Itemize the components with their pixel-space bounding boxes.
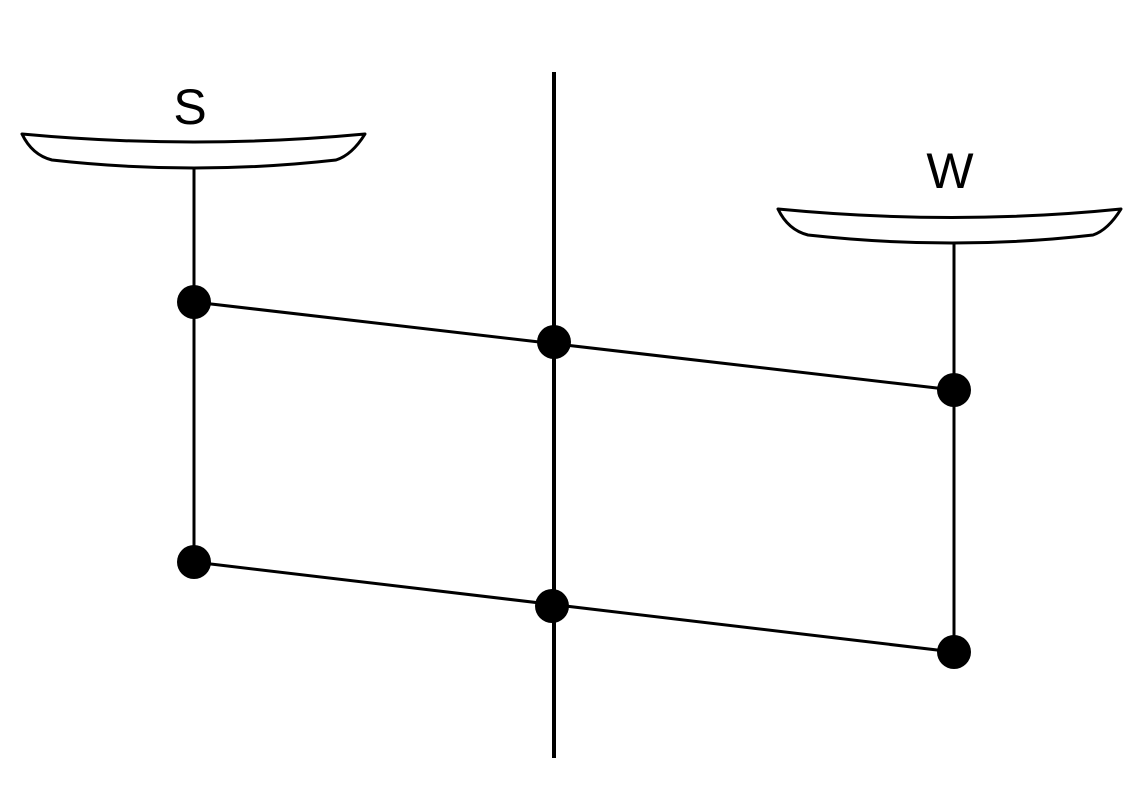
left-pan xyxy=(20,132,367,170)
pivot-joint xyxy=(535,589,569,623)
left-pan-label: S xyxy=(173,79,206,135)
pivot-joint xyxy=(177,285,211,319)
upper-beam xyxy=(193,300,955,392)
pivot-joint xyxy=(177,545,211,579)
pivot-joint xyxy=(937,635,971,669)
pivot-joint xyxy=(937,373,971,407)
pivot-joint xyxy=(537,325,571,359)
lower-beam xyxy=(193,560,955,654)
right-pan-label: W xyxy=(926,143,974,199)
right-pan xyxy=(776,207,1123,245)
